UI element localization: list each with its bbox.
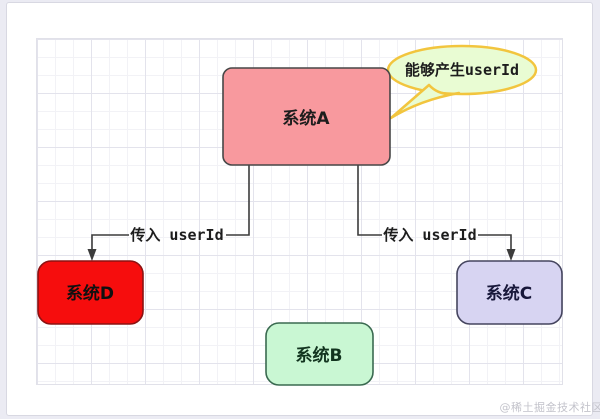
node-system-a-box [222, 67, 391, 166]
callout-ellipse [386, 44, 538, 96]
node-system-b-label: 系统B [296, 345, 343, 366]
edge-label-to-c: 传入 userId [382, 226, 476, 244]
edge-label-to-d: 传入 userId [129, 226, 223, 244]
connector-a-to-c: 传入 userId [357, 165, 516, 261]
node-system-a-label: 系统A [282, 108, 330, 129]
arrowhead-icon [87, 249, 97, 261]
arrowhead-icon [506, 249, 516, 261]
callout-bubble: 能够产生userId [386, 44, 538, 120]
watermark-text: @稀土掘金技术社区 [499, 401, 600, 414]
connector-line [478, 234, 512, 252]
node-system-d: 系统D [37, 260, 144, 325]
connector-line [357, 165, 382, 236]
callout-tail [389, 83, 461, 120]
node-system-c-box [456, 260, 563, 325]
node-system-d-label: 系统D [66, 283, 114, 304]
callout-text: 能够产生userId [405, 61, 519, 79]
node-system-b: 系统B [265, 322, 374, 386]
node-system-c: 系统C [456, 260, 563, 325]
connector-a-to-d: 传入 userId [87, 165, 250, 261]
node-system-b-box [265, 322, 374, 386]
connector-line [226, 165, 250, 236]
node-system-c-label: 系统C [486, 283, 532, 304]
connector-line [91, 234, 129, 252]
node-system-d-box [37, 260, 144, 325]
node-system-a: 系统A [222, 67, 391, 166]
